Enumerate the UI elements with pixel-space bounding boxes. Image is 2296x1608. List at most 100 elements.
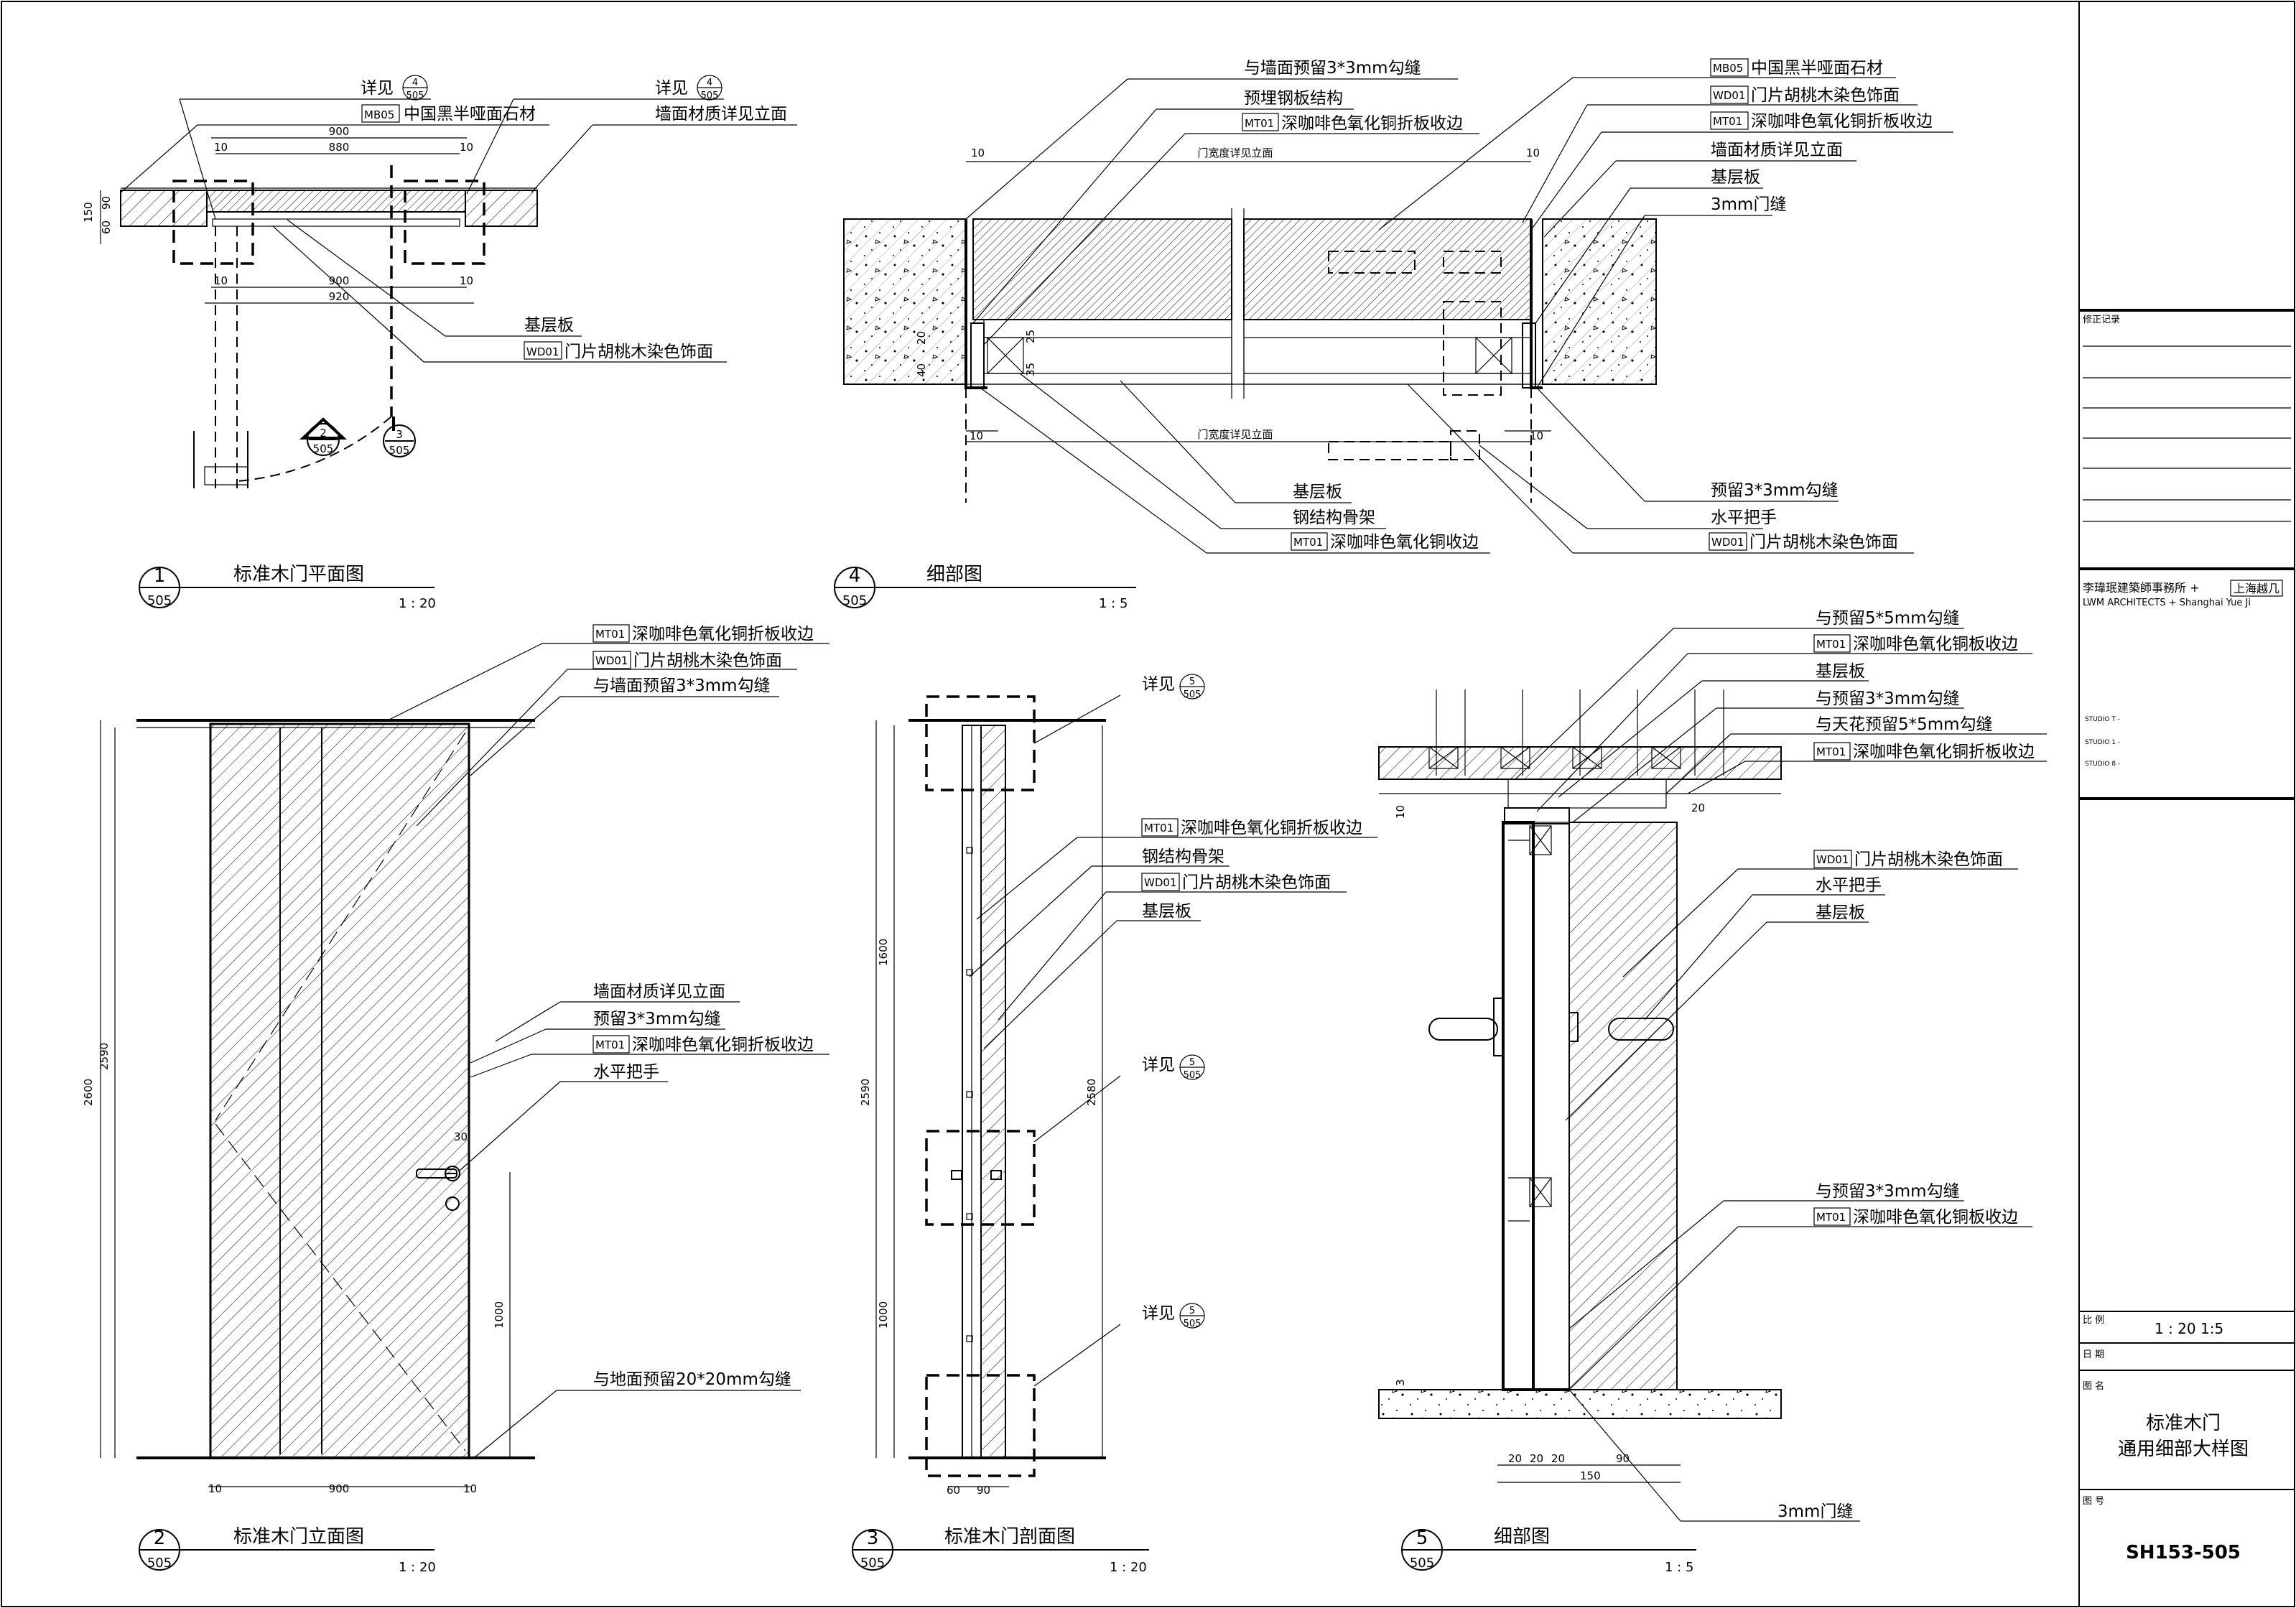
svg-text:预埋钢板结构: 预埋钢板结构 bbox=[1244, 89, 1343, 108]
svg-text:2600: 2600 bbox=[82, 1079, 95, 1106]
svg-text:35: 35 bbox=[1024, 363, 1037, 376]
svg-text:3mm门缝: 3mm门缝 bbox=[1777, 1502, 1853, 1521]
svg-text:预留3*3mm勾缝: 预留3*3mm勾缝 bbox=[593, 1010, 721, 1028]
svg-text:MB05: MB05 bbox=[1713, 62, 1743, 75]
svg-text:墙面材质详见立面: 墙面材质详见立面 bbox=[1711, 141, 1843, 159]
svg-text:与墙面预留3*3mm勾缝: 与墙面预留3*3mm勾缝 bbox=[1244, 59, 1421, 78]
drawing-title-1: 标准木门 bbox=[2146, 1413, 2221, 1434]
svg-text:深咖啡色氧化铜板收边: 深咖啡色氧化铜板收边 bbox=[1853, 635, 2018, 654]
svg-text:2590: 2590 bbox=[98, 1043, 111, 1070]
svg-text:2: 2 bbox=[320, 427, 327, 440]
svg-text:细部图: 细部图 bbox=[1494, 1526, 1550, 1548]
svg-text:40: 40 bbox=[915, 363, 928, 377]
view-3-labels: 详见 5 505 MT01 深咖啡色氧化铜折板收边 钢结构骨架 WD01 门片胡… bbox=[969, 674, 1377, 1387]
svg-text:30: 30 bbox=[454, 1130, 468, 1143]
svg-text:WD01: WD01 bbox=[1816, 853, 1849, 866]
svg-text:门片胡桃木染色饰面: 门片胡桃木染色饰面 bbox=[1751, 86, 1900, 105]
svg-text:基层板: 基层板 bbox=[1293, 483, 1342, 501]
svg-text:10: 10 bbox=[214, 141, 228, 154]
svg-text:10: 10 bbox=[971, 147, 985, 159]
svg-text:MB05: MB05 bbox=[364, 108, 394, 121]
section-marker-2: 2 505 bbox=[299, 417, 348, 456]
name-label: 图 名 bbox=[2083, 1380, 2104, 1392]
svg-text:标准木门平面图: 标准木门平面图 bbox=[233, 564, 364, 585]
svg-text:505: 505 bbox=[1184, 1319, 1202, 1329]
svg-text:WD01: WD01 bbox=[1713, 89, 1745, 102]
svg-text:10: 10 bbox=[1530, 429, 1543, 442]
svg-text:标准木门剖面图: 标准木门剖面图 bbox=[944, 1526, 1075, 1548]
svg-text:基层板: 基层板 bbox=[1816, 662, 1865, 681]
view-title-5: 5 505 细部图 1 : 5 bbox=[1401, 1526, 1696, 1575]
svg-text:880: 880 bbox=[329, 141, 350, 154]
svg-text:MT01: MT01 bbox=[1245, 117, 1274, 130]
svg-text:详见: 详见 bbox=[361, 79, 394, 98]
svg-text:900: 900 bbox=[329, 1482, 350, 1495]
svg-text:1000: 1000 bbox=[877, 1301, 890, 1329]
studio-3: STUDIO 8 - bbox=[2085, 761, 2120, 768]
svg-text:钢结构骨架: 钢结构骨架 bbox=[1293, 508, 1375, 527]
svg-text:水平把手: 水平把手 bbox=[1816, 876, 1882, 895]
svg-text:1: 1 bbox=[154, 565, 166, 587]
svg-text:505: 505 bbox=[389, 444, 410, 457]
svg-text:505: 505 bbox=[147, 593, 172, 608]
svg-text:门片胡桃木染色饰面: 门片胡桃木染色饰面 bbox=[1854, 850, 2003, 869]
svg-text:深咖啡色氧化铜折板收边: 深咖啡色氧化铜折板收边 bbox=[632, 1036, 814, 1054]
svg-text:与预留5*5mm勾缝: 与预留5*5mm勾缝 bbox=[1816, 609, 1960, 628]
view-5-labels: 与预留5*5mm勾缝 MT01 深咖啡色氧化铜板收边 基层板 与预留3*3mm勾… bbox=[1515, 609, 2047, 1522]
scale-label: 比 例 bbox=[2083, 1315, 2104, 1326]
svg-text:5: 5 bbox=[1189, 677, 1195, 687]
view-4-labels: 与墙面预留3*3mm勾缝 预埋钢板结构 MT01 深咖啡色氧化铜折板收边 MB0… bbox=[965, 58, 1953, 554]
svg-text:505: 505 bbox=[313, 442, 334, 455]
svg-text:2590: 2590 bbox=[859, 1079, 872, 1106]
studio-2: STUDIO 1 - bbox=[2085, 739, 2120, 746]
svg-text:WD01: WD01 bbox=[526, 345, 559, 358]
firm-name-en: LWM ARCHITECTS + Shanghai Yue Ji bbox=[2083, 598, 2251, 608]
svg-text:与预留3*3mm勾缝: 与预留3*3mm勾缝 bbox=[1816, 689, 1960, 708]
svg-text:深咖啡色氧化铜折板收边: 深咖啡色氧化铜折板收边 bbox=[1281, 114, 1463, 133]
svg-text:1 : 5: 1 : 5 bbox=[1099, 596, 1128, 611]
svg-text:MT01: MT01 bbox=[1816, 638, 1846, 651]
svg-text:详见: 详见 bbox=[655, 79, 688, 98]
svg-text:150: 150 bbox=[1580, 1469, 1601, 1482]
svg-text:基层板: 基层板 bbox=[524, 316, 574, 335]
svg-text:深咖啡色氧化铜折板收边: 深咖啡色氧化铜折板收边 bbox=[1181, 819, 1362, 837]
svg-text:20: 20 bbox=[1551, 1452, 1565, 1465]
svg-text:3mm门缝: 3mm门缝 bbox=[1711, 195, 1786, 214]
svg-text:1000: 1000 bbox=[493, 1301, 506, 1329]
view-3-section: 2590 1600 1000 2580 60 90 bbox=[859, 695, 1106, 1497]
svg-text:细部图: 细部图 bbox=[926, 564, 982, 585]
svg-text:门片胡桃木染色饰面: 门片胡桃木染色饰面 bbox=[1749, 533, 1898, 552]
svg-text:505: 505 bbox=[1410, 1556, 1434, 1571]
svg-text:MT01: MT01 bbox=[1816, 745, 1846, 758]
view-title-2: 2 505 标准木门立面图 1 : 20 bbox=[139, 1526, 436, 1575]
revision-label: 修正记录 bbox=[2083, 315, 2120, 325]
svg-text:深咖啡色氧化铜折板收边: 深咖啡色氧化铜折板收边 bbox=[1853, 743, 2035, 761]
svg-text:25: 25 bbox=[1024, 330, 1037, 343]
svg-text:505: 505 bbox=[860, 1556, 885, 1571]
svg-text:与地面预留20*20mm勾缝: 与地面预留20*20mm勾缝 bbox=[593, 1370, 791, 1389]
svg-text:90: 90 bbox=[1616, 1452, 1630, 1465]
svg-text:5: 5 bbox=[1416, 1528, 1428, 1549]
svg-text:MT01: MT01 bbox=[1816, 1211, 1846, 1224]
svg-text:20: 20 bbox=[915, 331, 928, 345]
number-label: 图 号 bbox=[2083, 1496, 2104, 1507]
svg-text:深咖啡色氧化铜收边: 深咖啡色氧化铜收边 bbox=[1330, 533, 1479, 552]
svg-text:门片胡桃木染色饰面: 门片胡桃木染色饰面 bbox=[1182, 873, 1331, 892]
svg-text:与预留3*3mm勾缝: 与预留3*3mm勾缝 bbox=[1816, 1182, 1960, 1201]
svg-text:10: 10 bbox=[970, 429, 983, 442]
svg-text:10: 10 bbox=[463, 1482, 477, 1495]
svg-text:门宽度详见立面: 门宽度详见立面 bbox=[1197, 428, 1273, 441]
svg-text:详见: 详见 bbox=[1142, 1056, 1175, 1074]
svg-text:10: 10 bbox=[1526, 147, 1540, 159]
svg-text:3: 3 bbox=[1394, 1379, 1407, 1386]
svg-text:1600: 1600 bbox=[877, 939, 890, 966]
view-5-detail: 20 20 20 90 150 20 10 3 bbox=[1378, 689, 1782, 1483]
svg-text:与墙面预留3*3mm勾缝: 与墙面预留3*3mm勾缝 bbox=[593, 677, 771, 695]
view-1-plan: 900 880 10 10 900 920 10 10 150 90 60 2 … bbox=[82, 125, 538, 488]
svg-text:20: 20 bbox=[1691, 801, 1705, 814]
svg-text:10: 10 bbox=[1394, 805, 1407, 819]
svg-text:900: 900 bbox=[329, 274, 350, 287]
view-2-elevation: 1000 30 2600 2590 900 10 10 bbox=[82, 719, 535, 1495]
view-title-4: 4 505 细部图 1 : 5 bbox=[834, 564, 1136, 611]
